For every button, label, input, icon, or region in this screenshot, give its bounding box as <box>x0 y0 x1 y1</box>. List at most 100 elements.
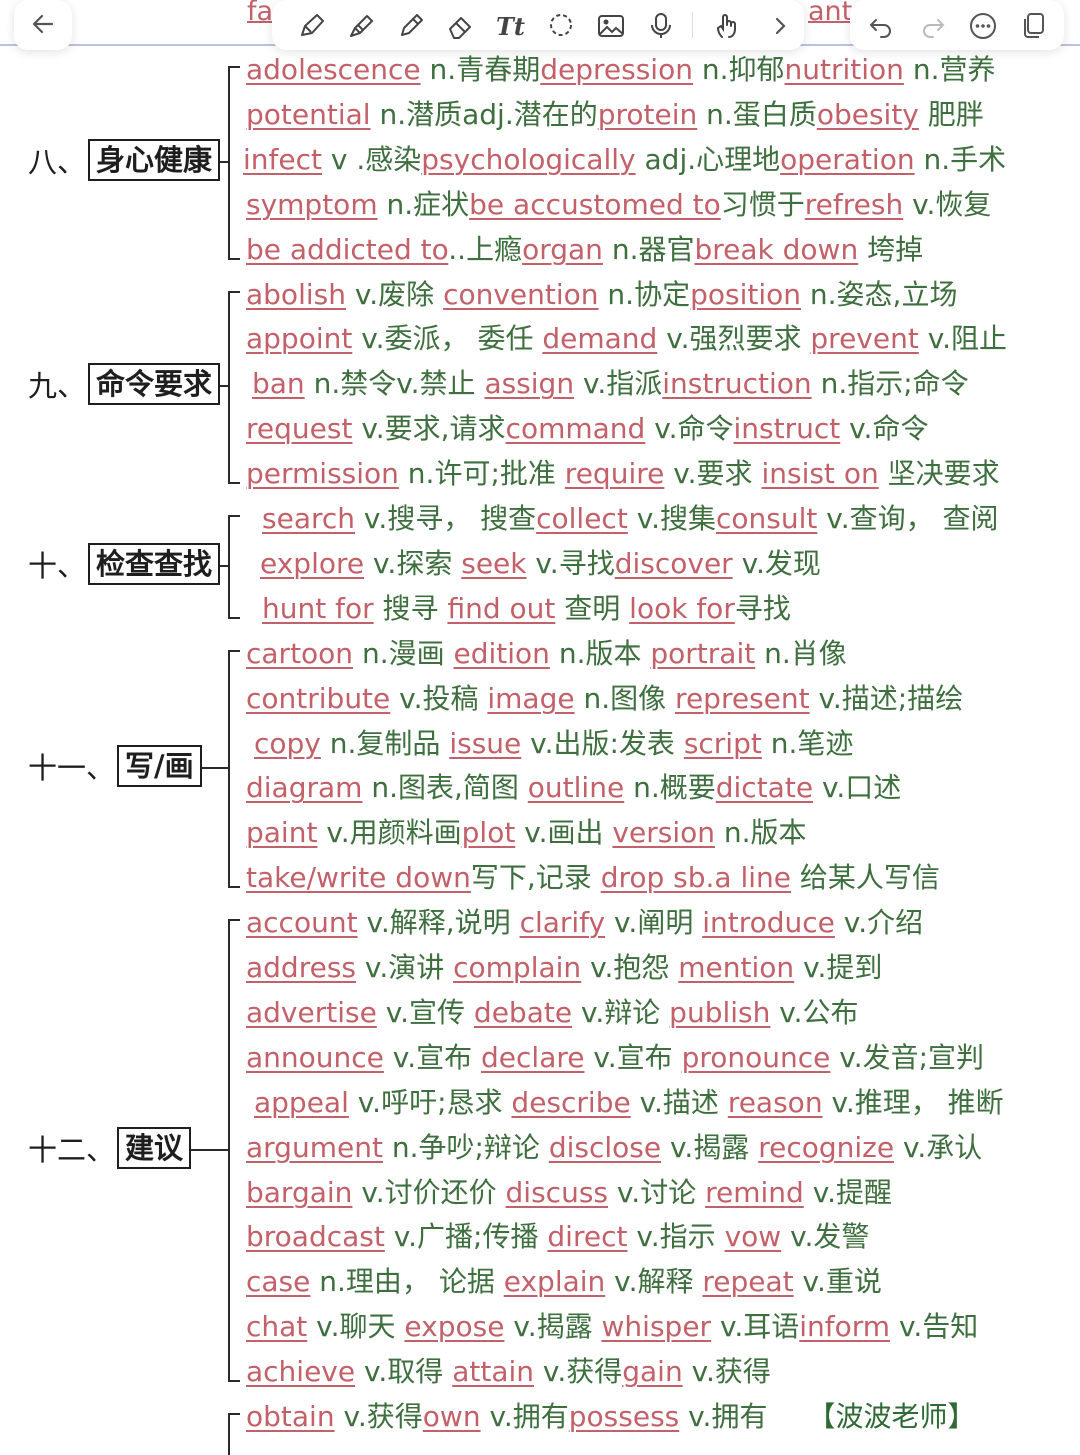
vocab-meaning: 查明 <box>555 591 630 625</box>
vocab-meaning: v.提醒 <box>803 1175 893 1209</box>
vocab-meaning: v.抱怨 <box>581 951 679 984</box>
vocab-meaning: n.图像 <box>574 681 676 715</box>
section-label: 八、身心健康 <box>28 138 221 181</box>
chevron-right-icon[interactable] <box>766 9 796 43</box>
vocab-word: vow <box>724 1220 782 1254</box>
pen-icon[interactable] <box>294 9 328 43</box>
vocab-word: instruct <box>733 412 841 446</box>
vocab-word: request <box>246 412 353 446</box>
vocab-line: advertise v.宣传 debate v.辩论 publish v.公布 <box>246 995 859 1031</box>
vocab-word: broadcast <box>246 1220 385 1254</box>
vocab-word: operation <box>780 142 915 176</box>
vocab-meaning: v.阻止 <box>918 322 1008 356</box>
vocab-meaning: 给某人写信 <box>791 861 940 895</box>
vocab-word: search <box>262 502 356 535</box>
vocab-meaning: 搜寻 <box>373 591 448 625</box>
highlighter-icon[interactable] <box>344 9 378 43</box>
redo-icon[interactable] <box>916 9 950 43</box>
vocab-word: outline <box>527 771 625 805</box>
pencil-icon[interactable] <box>394 9 428 43</box>
vocab-meaning: v.提到 <box>794 951 883 984</box>
section-bracket <box>228 66 240 260</box>
vocab-meaning: v.指示 <box>627 1220 725 1254</box>
eraser-icon[interactable] <box>444 9 478 43</box>
vocab-word: obtain <box>246 1400 335 1433</box>
vocab-word: debate <box>473 995 573 1029</box>
vocab-meaning: n.器官 <box>602 232 695 266</box>
vocab-line: request v.要求,请求command v.命令instruct v.命令 <box>246 411 928 447</box>
vocab-word: portrait <box>650 636 756 670</box>
vocab-word: reason <box>727 1085 823 1119</box>
vocab-line: chat v.聊天 expose v.揭露 whisper v.耳语inform… <box>246 1309 978 1345</box>
vocab-word: argument <box>246 1130 383 1164</box>
touch-icon[interactable] <box>710 9 744 43</box>
vocab-word: appeal <box>254 1085 349 1119</box>
vocab-meaning: v.讨论 <box>608 1175 706 1209</box>
vocab-meaning: v.命令 <box>645 412 734 446</box>
vocab-meaning: 写下,记录 <box>470 861 601 895</box>
vocab-meaning: v.耳语 <box>711 1310 800 1344</box>
vocab-word: instruction <box>662 367 812 401</box>
vocab-line: account v.解释,说明 clarify v.阐明 introduce v… <box>246 905 923 941</box>
pages-icon[interactable] <box>1016 9 1050 43</box>
vocab-word: infect <box>243 142 322 176</box>
more-icon[interactable] <box>966 9 1000 43</box>
vocab-line: achieve v.取得 attain v.获得gain v.获得 <box>246 1354 771 1390</box>
vocab-meaning: v.拥有 <box>480 1400 569 1433</box>
vocab-meaning: v.描述;描绘 <box>809 681 964 715</box>
vocab-meaning: v.宣传 <box>376 995 474 1029</box>
vocab-word: possess <box>568 1400 680 1433</box>
section-number: 八、 <box>28 144 87 179</box>
vocab-word: copy <box>254 726 321 760</box>
vocab-word: clarify <box>519 906 606 940</box>
vocab-word: assign <box>484 367 575 401</box>
vocab-line: symptom n.症状be accustomed to习惯于refresh v… <box>246 187 991 223</box>
image-icon[interactable] <box>594 9 628 43</box>
vocab-line: hunt for 搜寻 find out 查明 look for寻找 <box>262 591 791 627</box>
vocab-word: seek <box>461 546 527 580</box>
vocab-line: potential n.潜质adj.潜在的protein n.蛋白质obesit… <box>246 97 984 133</box>
vocab-word: case <box>246 1265 311 1299</box>
microphone-icon[interactable] <box>644 9 678 43</box>
vocab-meaning: v.辩论 <box>572 995 670 1029</box>
vocab-word: symptom <box>246 187 378 221</box>
clipped-text-right: ant <box>808 0 853 27</box>
vocab-meaning: v.发音;宣判 <box>830 1040 985 1074</box>
vocab-meaning: v.描述 <box>630 1085 728 1119</box>
vocab-meaning: v.要求,请求 <box>352 412 506 446</box>
vocab-meaning: v.承认 <box>894 1130 983 1164</box>
vocab-word: adolescence <box>246 53 421 86</box>
vocab-word: achieve <box>246 1355 356 1389</box>
vocab-meaning: v.搜集 <box>627 502 717 535</box>
vocab-line: bargain v.讨价还价 discuss v.讨论 remind v.提醒 <box>246 1175 892 1211</box>
vocab-word: take/write down <box>246 861 471 895</box>
vocab-word: be accustomed to <box>469 187 721 221</box>
vocab-word: address <box>246 951 357 984</box>
vocab-word: look for <box>629 591 735 625</box>
text-tool-icon[interactable]: Tt <box>494 9 528 43</box>
vocab-meaning: v.告知 <box>890 1310 979 1344</box>
vocab-line: broadcast v.广播;传播 direct v.指示 vow v.发警 <box>246 1219 869 1255</box>
vocab-meaning: v.废除 <box>345 277 444 311</box>
vocab-line: copy n.复制品 issue v.出版:发表 script n.笔迹 <box>254 726 853 762</box>
vocab-meaning: v .感染 <box>321 142 422 176</box>
section-title: 写/画 <box>117 744 202 787</box>
lasso-icon[interactable] <box>544 9 578 43</box>
vocab-meaning: n.姿态,立场 <box>801 277 958 311</box>
vocab-meaning: v.宣布 <box>584 1040 682 1074</box>
vocab-word: break down <box>694 232 859 266</box>
vocab-word: consult <box>716 502 818 535</box>
section-title: 建议 <box>117 1126 192 1169</box>
vocab-meaning: v.获得 <box>334 1400 423 1433</box>
vocab-meaning: n.版本 <box>549 636 651 670</box>
vocab-meaning: n.营养 <box>903 53 996 86</box>
back-toolbar <box>14 0 72 50</box>
bracket-connector <box>220 385 228 388</box>
undo-icon[interactable] <box>864 9 898 43</box>
vocab-word: drop sb.a line <box>600 861 792 895</box>
vocab-word: image <box>487 681 575 715</box>
vocab-meaning: 坚决要求 <box>878 457 1000 491</box>
vocab-meaning: v.探索 <box>364 546 462 580</box>
vocab-word: contribute <box>246 681 391 715</box>
back-arrow-icon[interactable] <box>28 9 58 39</box>
